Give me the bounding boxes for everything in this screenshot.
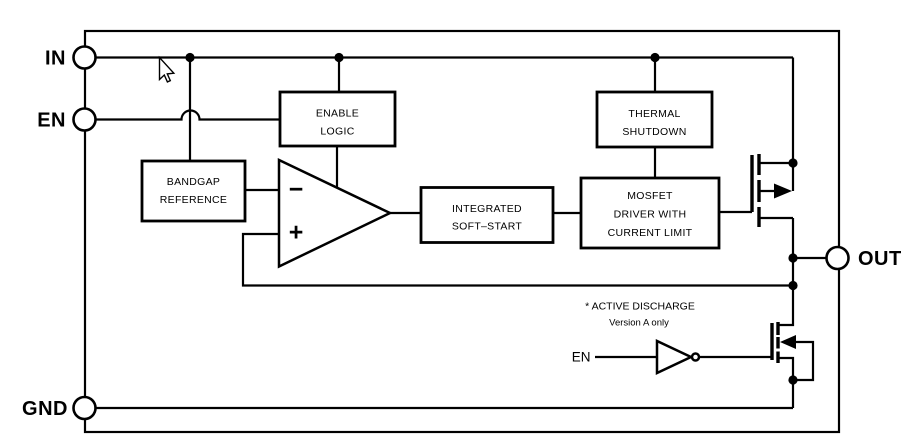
opamp-triangle [277,158,393,269]
out-pin-circle [825,245,850,271]
junction-dot [788,158,798,168]
block-thermal-shutdown: THERMAL SHUTDOWN [595,90,714,149]
mosfet-driver-box [579,176,721,250]
inverter-bubble [690,352,701,362]
en-pin-label: EN [37,110,66,132]
block-mosfet-driver: MOSFET DRIVER WITH CURRENT LIMIT [579,176,721,250]
error-amplifier-icon: − + [277,158,393,269]
inverter-icon [655,339,701,375]
block-integrated-soft-start: INTEGRATED SOFT–START [419,186,555,244]
enable-logic-label-2: LOGIC [320,126,354,138]
block-enable-logic: ENABLE LOGIC [278,90,397,148]
bandgap-label-2: REFERENCE [160,194,227,206]
junction-dot [334,52,344,63]
bandgap-box [140,159,247,223]
wire-out-column [778,218,795,327]
opamp-inverting-input-label: − [289,176,304,204]
inverter-triangle [655,339,694,375]
block-bandgap-reference: BANDGAP REFERENCE [140,159,247,223]
in-pin-label: IN [45,48,66,70]
enable-logic-label-1: ENABLE [316,108,359,120]
discharge-enable-label: EN [572,350,591,365]
out-pin-label: OUT [858,248,902,270]
enable-logic-box [278,90,397,148]
soft-start-label-2: SOFT–START [452,221,523,233]
en-pin-circle [72,107,97,132]
soft-start-box [419,186,555,244]
soft-start-label-1: INTEGRATED [452,203,522,215]
mosfet-driver-label-1: MOSFET [627,190,673,202]
nmos-body-arrow-icon [780,335,796,349]
nmos-discharge-transistor-icon [770,322,796,363]
mosfet-driver-label-2: DRIVER WITH [614,209,687,221]
bandgap-label-1: BANDGAP [167,176,220,188]
junction-dot [788,253,798,263]
wire-discharge-source [778,356,795,408]
in-pin-circle [72,45,97,70]
pmos-pass-transistor-icon [750,154,792,227]
gnd-pin-circle [72,395,97,421]
pmos-body-arrow-icon [774,183,792,199]
junction-dot [788,280,798,291]
opamp-noninverting-input-label: + [289,219,304,247]
thermal-label-2: SHUTDOWN [622,126,686,138]
wire-discharge-body-tie [793,340,815,382]
thermal-label-1: THERMAL [628,108,680,120]
version-note: Version A only [609,318,669,329]
junction-dot [650,52,660,63]
junction-dot [788,375,798,385]
wire-en-with-hop [95,109,280,121]
mouse-cursor-icon [158,55,176,83]
chip-outline [83,29,841,434]
junction-dot [185,52,195,63]
wire-feedback [241,232,793,287]
thermal-box [595,90,714,149]
active-discharge-note: * ACTIVE DISCHARGE [585,301,695,313]
junction-dots [185,52,798,385]
gnd-pin-label: GND [22,398,68,420]
mosfet-driver-label-3: CURRENT LIMIT [608,227,693,239]
